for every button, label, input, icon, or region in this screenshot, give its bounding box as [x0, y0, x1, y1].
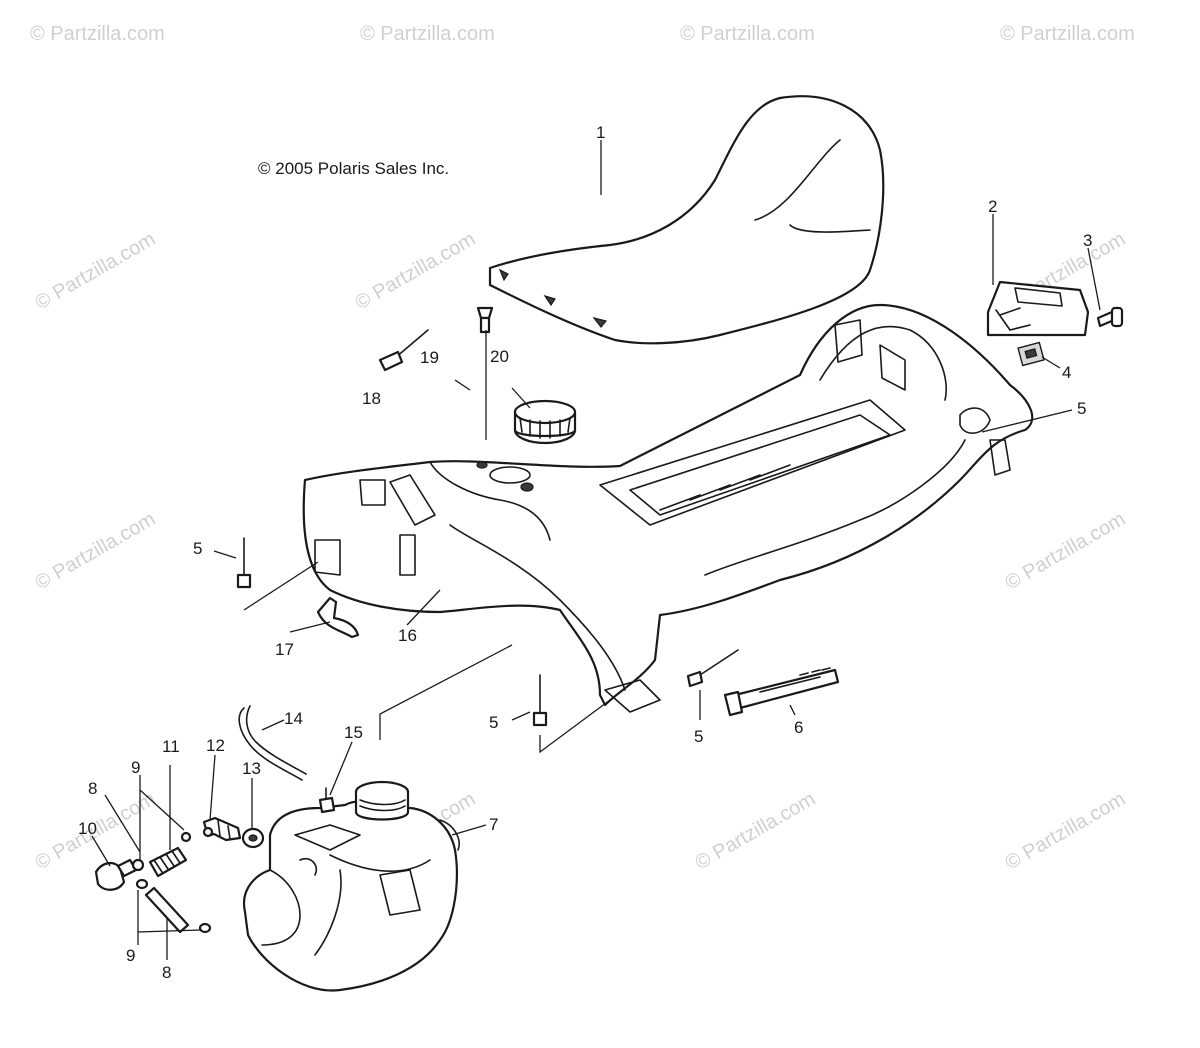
callout-9: 9	[126, 946, 135, 965]
callout-17: 17	[275, 640, 294, 659]
watermark: © Partzilla.com	[1000, 23, 1135, 45]
watermark: © Partzilla.com	[692, 788, 820, 874]
callout-8: 8	[162, 963, 171, 982]
callout-2: 2	[988, 197, 997, 216]
leader-lines	[91, 140, 1101, 960]
callout-10: 10	[78, 819, 97, 838]
hose-part[interactable]	[238, 705, 307, 781]
callout-13: 13	[242, 759, 261, 778]
fuel-tank-part[interactable]	[242, 780, 460, 992]
copyright-text: © 2005 Polaris Sales Inc.	[258, 159, 449, 178]
rivet-part[interactable]	[686, 649, 739, 688]
watermark: © Partzilla.com	[360, 23, 495, 45]
strap-part[interactable]	[723, 667, 840, 717]
rear-bracket-part[interactable]	[986, 280, 1090, 337]
bracket-part[interactable]	[316, 596, 360, 639]
watermark: © Partzilla.com	[1002, 788, 1130, 874]
watermark: © Partzilla.com	[1002, 508, 1130, 594]
watermark: © Partzilla.com	[680, 23, 815, 45]
callout-5: 5	[1077, 399, 1086, 418]
callout-14: 14	[284, 709, 303, 728]
callout-19: 19	[420, 348, 439, 367]
vent-valve-part[interactable]	[318, 787, 336, 814]
callout-5: 5	[489, 713, 498, 732]
watermark: © Partzilla.com	[32, 228, 160, 314]
callout-11: 11	[162, 737, 180, 756]
bolt-part[interactable]	[1096, 306, 1124, 328]
seat-part[interactable]	[488, 95, 885, 345]
watermark: © Partzilla.com	[32, 508, 160, 594]
hose-part[interactable]	[144, 886, 190, 934]
rivet-part[interactable]	[532, 674, 548, 727]
rivet-part[interactable]	[378, 329, 429, 372]
clamp-part[interactable]	[131, 826, 214, 934]
callout-9: 9	[131, 758, 140, 777]
callouts: 1 2 3 4 5 5 5 5 6 7 8 8 9 9 10 11 12 13 …	[78, 123, 1092, 982]
callout-3: 3	[1083, 231, 1092, 250]
rivet-part[interactable]	[236, 537, 252, 589]
screw-part[interactable]	[476, 306, 494, 334]
callout-18: 18	[362, 389, 381, 408]
callout-12: 12	[206, 736, 225, 755]
fuel-cap-part[interactable]	[513, 399, 577, 445]
callout-4: 4	[1062, 363, 1071, 382]
grommet-part[interactable]	[241, 827, 265, 849]
watermark: © Partzilla.com	[30, 23, 165, 45]
callout-7: 7	[489, 815, 498, 834]
watermark: © Partzilla.com	[352, 228, 480, 314]
callout-5: 5	[193, 539, 202, 558]
callout-20: 20	[490, 347, 509, 366]
petcock-part[interactable]	[94, 858, 138, 891]
spring-part[interactable]	[148, 846, 188, 878]
callout-6: 6	[794, 718, 803, 737]
clip-part[interactable]	[1017, 341, 1045, 367]
callout-1: 1	[596, 123, 605, 142]
callout-15: 15	[344, 723, 363, 742]
rear-body-part[interactable]	[302, 303, 1034, 713]
callout-16: 16	[398, 626, 417, 645]
callout-5: 5	[694, 727, 703, 746]
callout-8: 8	[88, 779, 97, 798]
